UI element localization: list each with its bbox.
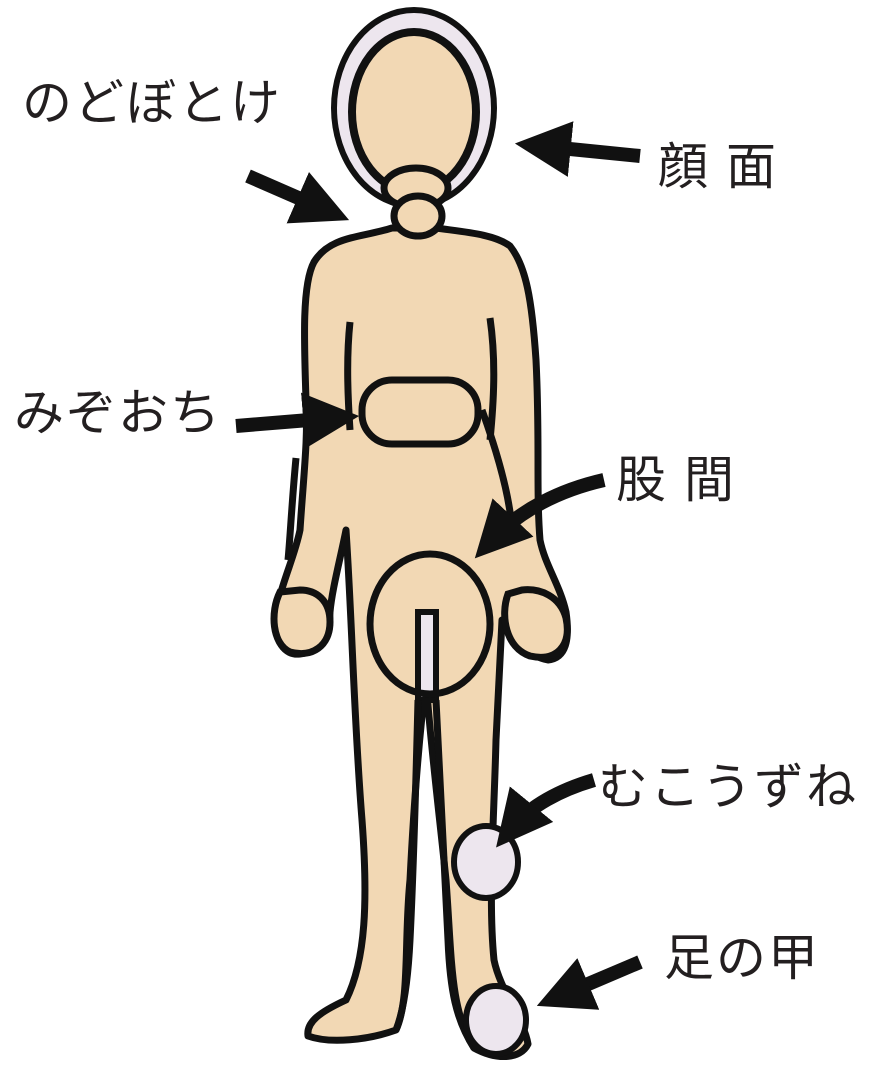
left-arm-inner-line [348, 322, 350, 430]
face-arrow [540, 146, 640, 156]
solar-plexus-box [362, 380, 478, 444]
instep-circle [466, 986, 526, 1054]
label-face: 顔面 [658, 142, 794, 192]
label-shin: むこうずね [598, 762, 858, 812]
label-instep: 足の甲 [664, 933, 820, 983]
shin-arrow [512, 780, 594, 828]
label-solar-plexus: みぞおち [14, 388, 222, 438]
solar-plexus-arrow [236, 418, 334, 426]
left-fist [274, 590, 330, 654]
leg-gap [418, 612, 436, 700]
right-arm-inner-line [490, 318, 494, 440]
throat-circle [394, 196, 442, 236]
throat-arrow [248, 176, 326, 210]
label-throat: のどぼとけ [22, 78, 282, 128]
shin-circle [454, 826, 518, 898]
instep-arrow [560, 962, 640, 996]
label-groin: 股間 [616, 455, 752, 505]
right-fist [505, 590, 568, 658]
